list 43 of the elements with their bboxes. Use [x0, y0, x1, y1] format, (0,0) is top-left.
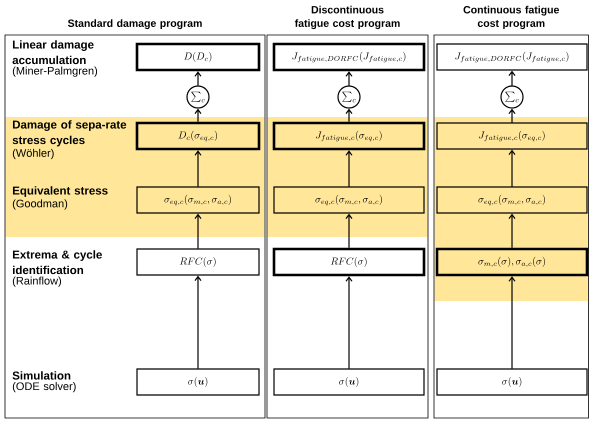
row-label: Simulation [12, 371, 70, 380]
method-label: (Rainflow) [12, 276, 62, 287]
arrow [508, 150, 516, 186]
formula-box: $RFC(\sigma)$ [272, 248, 426, 276]
row-label: Linear damage accumulation [12, 40, 94, 64]
row-label: Extrema & cycle identification [12, 250, 102, 274]
formula-box: $\sigma_{m,c}(\sigma),\sigma_{a,c}(\sigma)$ [436, 248, 588, 276]
formula-box: $\sigma(\boldsymbol{u})$ [136, 368, 260, 396]
formula-box: $D(D_c)$ [136, 42, 260, 72]
formula-box: $J_{fatigue,c}(\sigma_{eq,c})$ [272, 122, 426, 150]
arrow [346, 276, 352, 368]
node-label: Continuous fatigue cost program [464, 6, 560, 30]
arrow [346, 71, 352, 86]
arrow [346, 108, 352, 122]
arrow [194, 71, 202, 86]
method-label: (Wöhler) [12, 148, 54, 160]
arrow [508, 108, 516, 122]
arrow [508, 276, 516, 368]
row-label: Damage of sepa-rate stress cycles [12, 120, 126, 146]
formula-box: $J_{fatigue,DORFC}(J_{fatigue,c})$ [436, 43, 588, 71]
arrow [194, 276, 202, 368]
arrow [346, 150, 352, 186]
arrow [508, 214, 516, 248]
formula-box: $\sigma_{eq,c}(\sigma_{m,c},\sigma_{a,c})$ [136, 186, 260, 214]
method-label: (Goodman) [12, 199, 68, 210]
formula-box: $J_{fatigue,c}(\sigma_{eq,c})$ [436, 122, 588, 150]
method-label: (ODE solver) [12, 382, 76, 392]
formula-box: $\sigma(\boldsymbol{u})$ [436, 368, 588, 396]
method-label: (Miner-Palmgren) [12, 66, 98, 77]
formula-box: $\sigma_{eq,c}(\sigma_{m,c},\sigma_{a,c})$ [273, 186, 425, 214]
node-label: Standard damage program [68, 19, 202, 30]
formula-box: $\sigma_{eq,c}(\sigma_{m,c},\sigma_{a,c})$ [436, 186, 588, 214]
formula-box: $D_c(\sigma_{eq,c})$ [136, 122, 260, 150]
arrow [194, 108, 202, 122]
arrow [508, 70, 516, 86]
formula-box: $\sigma(\boldsymbol{u})$ [273, 368, 425, 396]
formula-box: $RFC(\sigma)$ [136, 248, 260, 276]
node-label: Discontinuous fatigue cost program [294, 6, 400, 30]
arrow [194, 214, 202, 248]
row-label: Equivalent stress [12, 186, 108, 197]
arrow [346, 214, 352, 248]
arrow [194, 150, 202, 186]
formula-box: $J_{fatigue,DORFC}(J_{fatigue,c})$ [272, 42, 426, 72]
